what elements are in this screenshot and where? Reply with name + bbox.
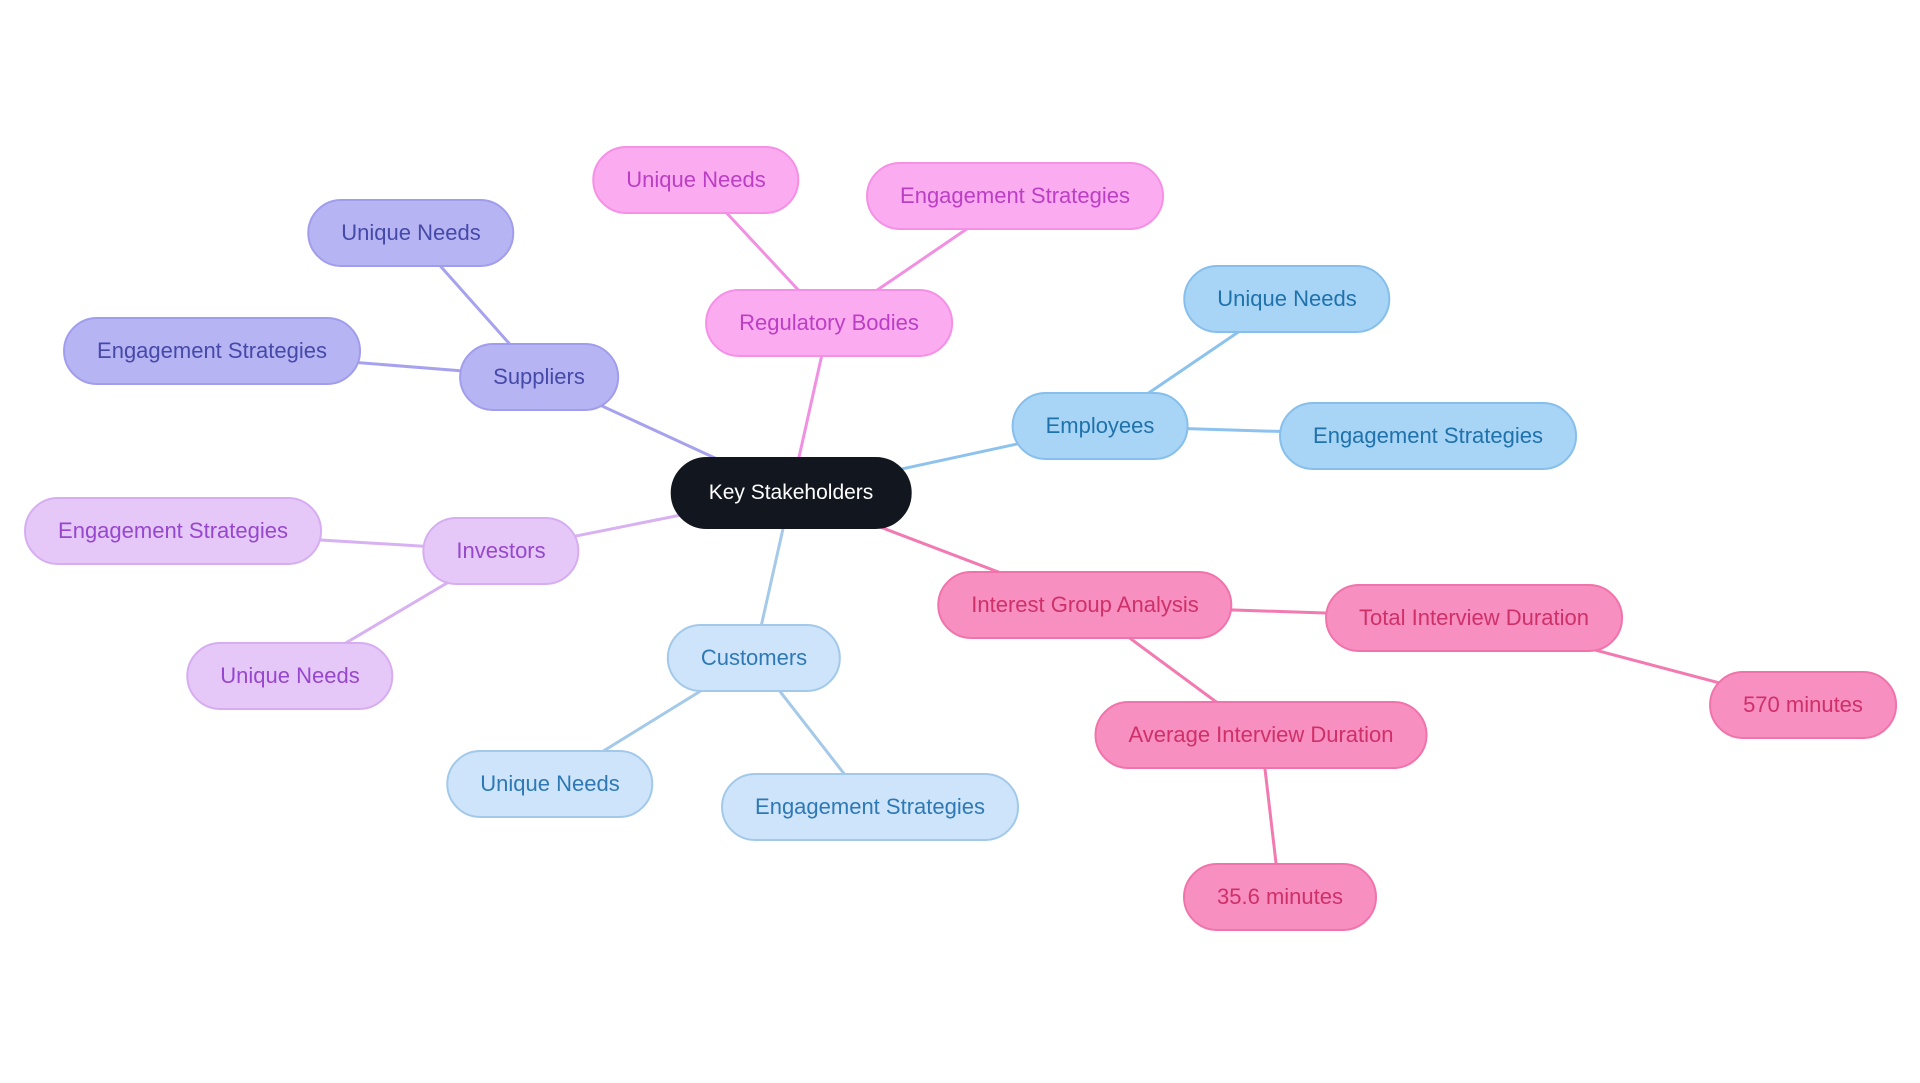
node-average-duration-value[interactable]: 35.6 minutes [1183,863,1377,931]
node-customers-unique-needs[interactable]: Unique Needs [446,750,654,818]
node-regulatory-engagement-strategies[interactable]: Engagement Strategies [866,162,1164,230]
node-investors-unique-needs[interactable]: Unique Needs [186,642,394,710]
node-key-stakeholders[interactable]: Key Stakeholders [670,457,912,529]
node-regulatory-unique-needs[interactable]: Unique Needs [592,146,800,214]
node-average-interview-duration[interactable]: Average Interview Duration [1094,701,1428,769]
node-investors[interactable]: Investors [422,517,580,585]
node-customers-engagement-strategies[interactable]: Engagement Strategies [721,773,1019,841]
node-suppliers[interactable]: Suppliers [459,343,619,411]
node-regulatory-bodies[interactable]: Regulatory Bodies [705,289,953,357]
node-total-duration-value[interactable]: 570 minutes [1709,671,1897,739]
node-employees[interactable]: Employees [1011,392,1189,460]
node-employees-unique-needs[interactable]: Unique Needs [1183,265,1391,333]
node-employees-engagement-strategies[interactable]: Engagement Strategies [1279,402,1577,470]
node-customers[interactable]: Customers [666,624,842,692]
node-suppliers-unique-needs[interactable]: Unique Needs [307,199,515,267]
node-suppliers-engagement-strategies[interactable]: Engagement Strategies [63,317,361,385]
node-interest-group-analysis[interactable]: Interest Group Analysis [937,571,1233,639]
node-total-interview-duration[interactable]: Total Interview Duration [1325,584,1623,652]
node-investors-engagement-strategies[interactable]: Engagement Strategies [24,497,322,565]
